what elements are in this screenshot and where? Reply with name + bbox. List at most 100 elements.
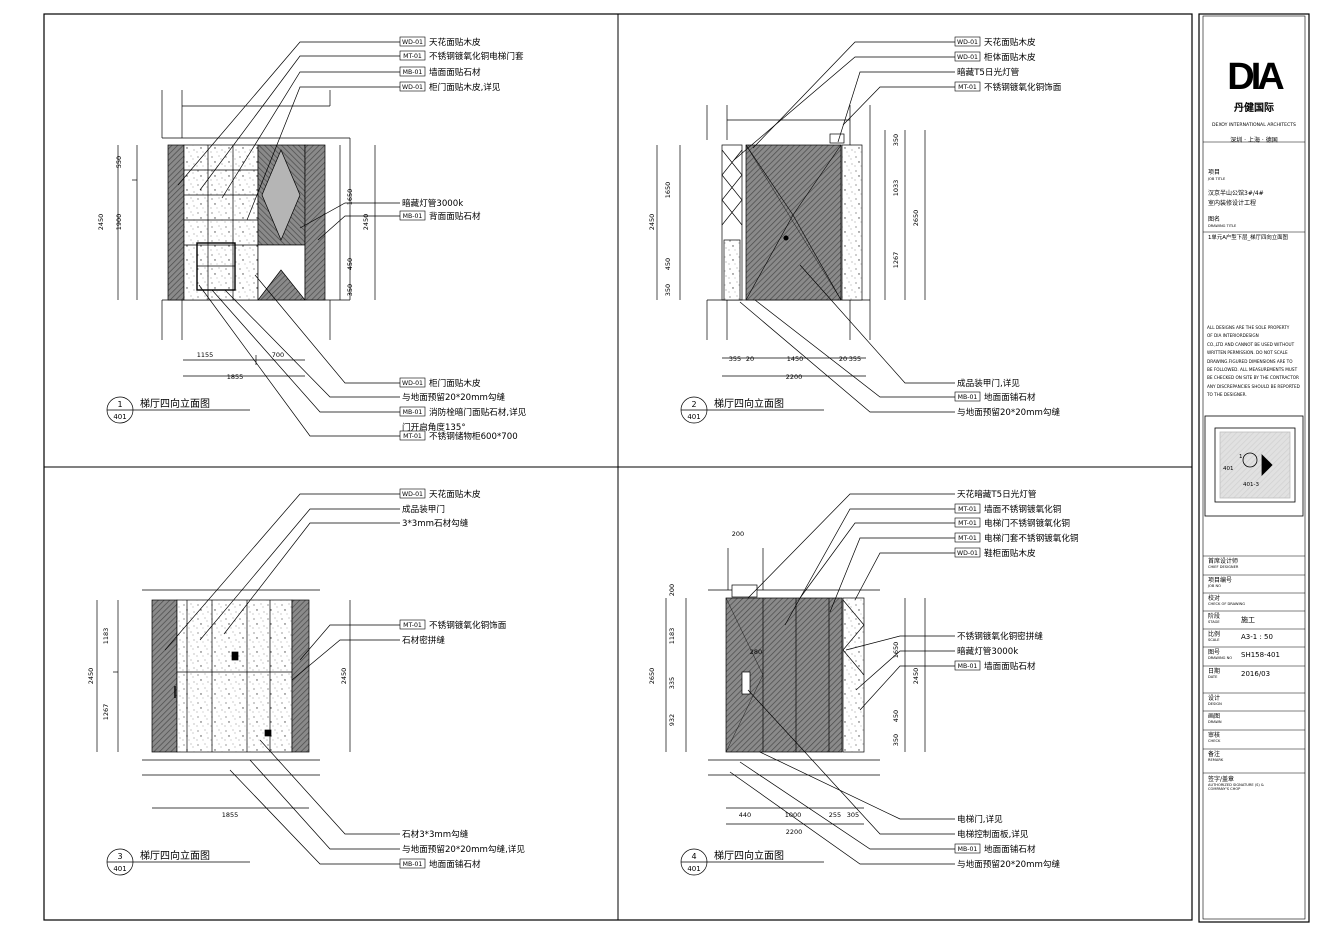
vertical-dimension: 932 xyxy=(668,714,676,726)
material-tag-text: 暗藏灯管3000k xyxy=(957,645,1018,657)
material-tag-box xyxy=(954,547,981,558)
horizontal-dimension: 1855 xyxy=(227,373,244,381)
view-sheet-ref: 401 xyxy=(113,865,126,873)
material-tag-text: 地面面铺石材 xyxy=(429,858,481,870)
vertical-dimension: 450 xyxy=(346,258,354,270)
material-tag-code: MT-01 xyxy=(958,520,977,527)
material-tag-text: 柜体面贴木皮 xyxy=(984,51,1036,63)
vertical-dimension: 2450 xyxy=(87,668,95,685)
material-tag-code: WD-01 xyxy=(957,550,978,557)
field-label: 首席设计师 xyxy=(1208,558,1239,565)
vertical-dimension: 1650 xyxy=(892,642,900,659)
material-tag-text: 天花暗藏T5日光灯管 xyxy=(957,488,1037,500)
material-tag-code: WD-01 xyxy=(957,54,978,61)
horizontal-dimension: 1450 xyxy=(787,355,804,363)
material-tag-text: 天花面贴木皮 xyxy=(429,36,481,48)
material-tag-text: 地面面铺石材 xyxy=(984,843,1036,855)
field-label: 阶段 xyxy=(1208,613,1221,620)
horizontal-dimension: 20 xyxy=(839,355,847,363)
horizontal-dimension: 305 xyxy=(847,811,859,819)
material-tag-box xyxy=(399,430,426,441)
material-tag-box xyxy=(954,517,981,528)
view-number: 1 xyxy=(117,400,122,409)
material-tag-box xyxy=(954,843,981,854)
material-tag-text: 电梯门,详见 xyxy=(957,813,1003,825)
material-tag-code: WD-01 xyxy=(402,380,423,387)
vertical-dimension: 1900 xyxy=(115,214,123,231)
field-label: 画图 xyxy=(1208,713,1221,720)
horizontal-dimension: 355 xyxy=(729,355,741,363)
vertical-dimension: 350 xyxy=(346,284,354,296)
field-label-en: DRAWING NO xyxy=(1208,656,1233,660)
material-tag-code: MB-01 xyxy=(403,409,423,416)
copyright-note: ALL DESIGNS ARE THE SOLE PROPERTY OF DIA… xyxy=(1207,325,1300,398)
material-tag-box xyxy=(954,36,981,47)
field-label: 备注 xyxy=(1208,751,1221,758)
view-title: 梯厅四向立面图 xyxy=(714,397,784,410)
field-label: 设计 xyxy=(1208,695,1221,702)
field-label-en: AUTHORIZED SIGNATURE (S) & COMPANY'S CHO… xyxy=(1208,783,1264,791)
job-title-label-en: JOB TITLE xyxy=(1208,177,1226,181)
vertical-dimension: 1183 xyxy=(668,628,676,645)
material-tag-box xyxy=(399,81,426,92)
material-tag-box xyxy=(399,36,426,47)
job-title-value-1: 汉京半山公馆3#/4# xyxy=(1208,190,1264,197)
vertical-dimension: 1183 xyxy=(102,628,110,645)
material-tag-text: 墙面面贴石材 xyxy=(429,66,481,78)
field-label-en: DATE xyxy=(1208,675,1218,679)
material-tag-code: WD-01 xyxy=(402,84,423,91)
field-label: 比例 xyxy=(1208,631,1221,638)
key-plan-label: 401 xyxy=(1223,466,1234,472)
horizontal-dimension: 440 xyxy=(739,811,751,819)
company-logo-subtitle: 丹健国际 xyxy=(1234,103,1274,114)
material-tag-box xyxy=(954,51,981,62)
material-tag-text: 不锈钢镀氧化铜饰面 xyxy=(429,619,507,631)
material-tag-box xyxy=(399,406,426,417)
key-plan-label: 401-3 xyxy=(1243,482,1259,488)
material-tag-code: MB-01 xyxy=(403,861,423,868)
material-tag-text: 背面面贴石材 xyxy=(429,210,481,222)
field-label: 项目编号 xyxy=(1208,577,1233,584)
material-tag-text: 与地面预留20*20mm勾缝 xyxy=(957,406,1060,418)
job-title-label: 项目 xyxy=(1208,169,1221,176)
vertical-dimension: 2450 xyxy=(97,214,105,231)
vertical-dimension: 2450 xyxy=(340,668,348,685)
material-tag-code: MB-01 xyxy=(403,69,423,76)
vertical-dimension: 2650 xyxy=(648,668,656,685)
material-tag-text: 暗藏T5日光灯管 xyxy=(957,66,1020,78)
vertical-dimension: 450 xyxy=(664,258,672,270)
material-tag-text: 与地面预留20*20mm勾缝,详见 xyxy=(402,843,525,855)
material-tag-code: MT-01 xyxy=(403,622,422,629)
vertical-dimension: 550 xyxy=(115,156,123,168)
material-tag-text: 电梯门套不锈钢镀氧化铜 xyxy=(984,532,1079,544)
view-title: 梯厅四向立面图 xyxy=(140,849,210,862)
drawing-title-label: 图名 xyxy=(1208,216,1221,223)
material-tag-text: 成品装甲门 xyxy=(402,503,445,515)
material-tag-code: WD-01 xyxy=(957,39,978,46)
vertical-dimension: 350 xyxy=(664,284,672,296)
field-label-en: CHECK xyxy=(1208,739,1221,743)
field-label: 签字/盖章 xyxy=(1208,776,1235,783)
elevation-1 xyxy=(117,41,400,437)
horizontal-dimension: 200 xyxy=(732,530,744,538)
material-tag-code: MT-01 xyxy=(403,53,422,60)
material-tag-code: WD-01 xyxy=(402,39,423,46)
job-title-value-2: 室内装修设计工程 xyxy=(1208,200,1257,207)
material-tag-text: 暗藏灯管3000k xyxy=(402,197,463,209)
material-tag-code: MT-01 xyxy=(403,433,422,440)
view-number: 4 xyxy=(691,852,696,861)
material-tag-text: 成品装甲门,详见 xyxy=(957,377,1020,389)
material-tag-text: 不锈钢储物柜600*700 xyxy=(429,430,518,442)
material-tag-text: 墙面面贴石材 xyxy=(984,660,1036,672)
field-label-en: SCALE xyxy=(1208,638,1220,642)
material-tag-box xyxy=(954,81,981,92)
vertical-dimension: 1650 xyxy=(664,182,672,199)
field-label: 审核 xyxy=(1208,732,1221,739)
field-value: 施工 xyxy=(1241,616,1255,624)
material-tag-box xyxy=(399,858,426,869)
field-label: 日期 xyxy=(1208,668,1221,675)
material-tag-text: 不锈钢镀氧化铜电梯门套 xyxy=(429,50,524,62)
